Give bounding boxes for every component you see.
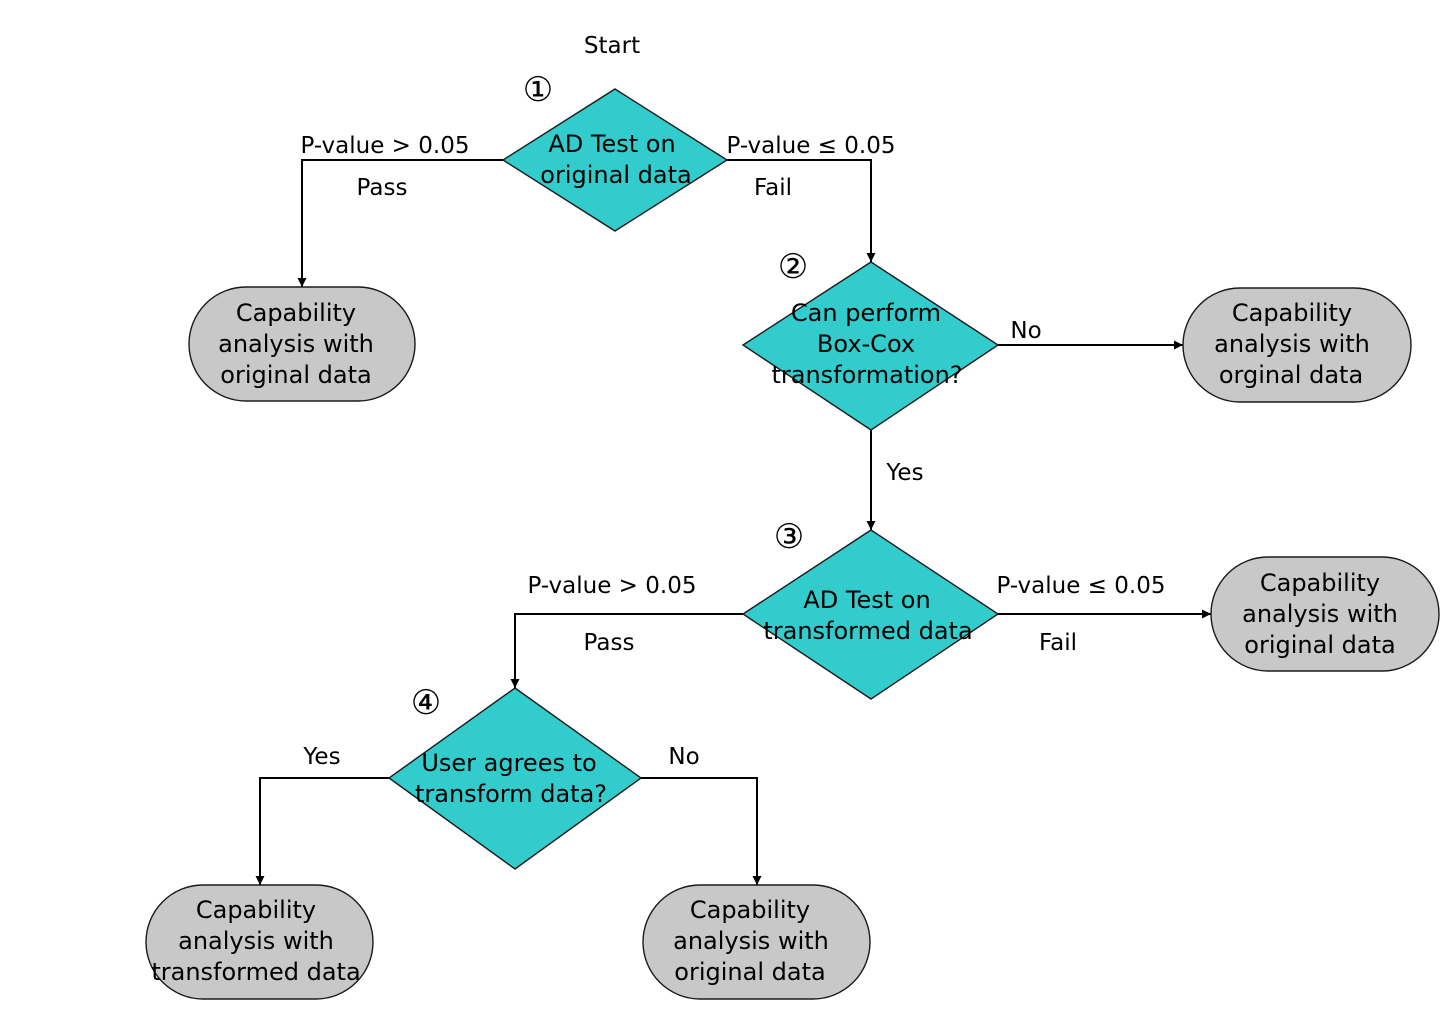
terminal-5-line-1: Capability: [690, 896, 810, 924]
step-marker-3: ③: [774, 517, 804, 557]
terminal-original-data-1: Capability analysis with original data: [188, 286, 416, 402]
terminal-3-line-2: analysis with: [1242, 600, 1398, 628]
terminal-1-line-2: analysis with: [218, 330, 374, 358]
edge-d1-fail-result: Fail: [754, 175, 792, 201]
terminal-5-line-2: analysis with: [673, 927, 829, 955]
edge-d3-pass-result: Pass: [584, 630, 635, 656]
terminal-orginal-data-2: Capability analysis with orginal data: [1182, 287, 1412, 403]
decision-1-shape: [501, 88, 729, 232]
decision-4-line-2: transform data?: [415, 780, 607, 808]
terminal-4-line-3: transformed data: [151, 958, 360, 986]
terminal-3-shape: [1210, 556, 1440, 672]
decision-ad-test-transformed: AD Test on transformed data: [741, 529, 1000, 700]
terminal-4-line-2: analysis with: [178, 927, 334, 955]
decision-1-line-1: AD Test on: [548, 130, 675, 158]
decision-1-line-2: original data: [540, 161, 691, 189]
terminal-1-line-1: Capability: [236, 299, 356, 327]
step-marker-2: ②: [778, 247, 808, 287]
edge-d2-no-label: No: [1010, 318, 1041, 344]
decision-ad-test-original: AD Test on original data: [501, 88, 729, 232]
start-label: Start: [584, 33, 640, 59]
terminal-3-line-3: original data: [1244, 631, 1395, 659]
decision-user-agrees: User agrees to transform data?: [387, 687, 643, 870]
decision-3-shape: [741, 529, 1000, 700]
terminal-3-line-1: Capability: [1260, 569, 1380, 597]
edge-d3-fail-condition: P-value ≤ 0.05: [997, 573, 1166, 599]
edge-d4-no: [641, 777, 762, 885]
edge-labels: P-value > 0.05 Pass P-value ≤ 0.05 Fail …: [301, 133, 1166, 770]
decision-4-line-1: User agrees to: [421, 749, 596, 777]
decision-3-line-1: AD Test on: [803, 586, 930, 614]
step-marker-1: ①: [523, 70, 553, 110]
edge-d3-fail-result: Fail: [1039, 630, 1077, 656]
decision-3-line-2: transformed data: [763, 617, 972, 645]
edge-d2-yes-label: Yes: [885, 460, 923, 486]
edge-d3-pass: [510, 613, 743, 688]
terminal-1-line-3: original data: [220, 361, 371, 389]
terminal-2-line-1: Capability: [1232, 299, 1352, 327]
edges: [255, 159, 1211, 885]
edge-d1-pass-result: Pass: [357, 175, 408, 201]
terminal-original-data-3: Capability analysis with original data: [1210, 556, 1440, 672]
terminal-1-shape: [188, 286, 416, 402]
terminal-2-line-2: analysis with: [1214, 330, 1370, 358]
edge-d4-no-label: No: [668, 744, 699, 770]
edge-d1-fail-condition: P-value ≤ 0.05: [727, 133, 896, 159]
decision-4-shape: [387, 687, 643, 870]
decision-2-line-3: transformation?: [771, 361, 962, 389]
edge-d1-pass: [297, 159, 503, 287]
terminal-2-shape: [1182, 287, 1412, 403]
decision-box-cox: Can perform Box-Cox transformation?: [741, 261, 1000, 431]
decision-2-line-1: Can perform: [791, 299, 941, 327]
terminal-original-data-5: Capability analysis with original data: [642, 884, 871, 1000]
terminal-5-shape: [642, 884, 871, 1000]
decision-2-line-2: Box-Cox: [817, 330, 915, 358]
terminal-2-line-3: orginal data: [1219, 361, 1363, 389]
edge-d4-yes: [255, 777, 389, 885]
decision-2-shape: [741, 261, 1000, 431]
terminal-4-line-1: Capability: [196, 896, 316, 924]
step-marker-4: ④: [411, 683, 441, 723]
edge-d1-fail: [727, 159, 876, 262]
terminal-4-shape: [145, 884, 374, 1000]
terminal-transformed-data: Capability analysis with transformed dat…: [145, 884, 374, 1000]
edge-d3-pass-condition: P-value > 0.05: [528, 573, 697, 599]
terminal-5-line-3: original data: [674, 958, 825, 986]
edge-d1-pass-condition: P-value > 0.05: [301, 133, 470, 159]
edge-d4-yes-label: Yes: [302, 744, 340, 770]
